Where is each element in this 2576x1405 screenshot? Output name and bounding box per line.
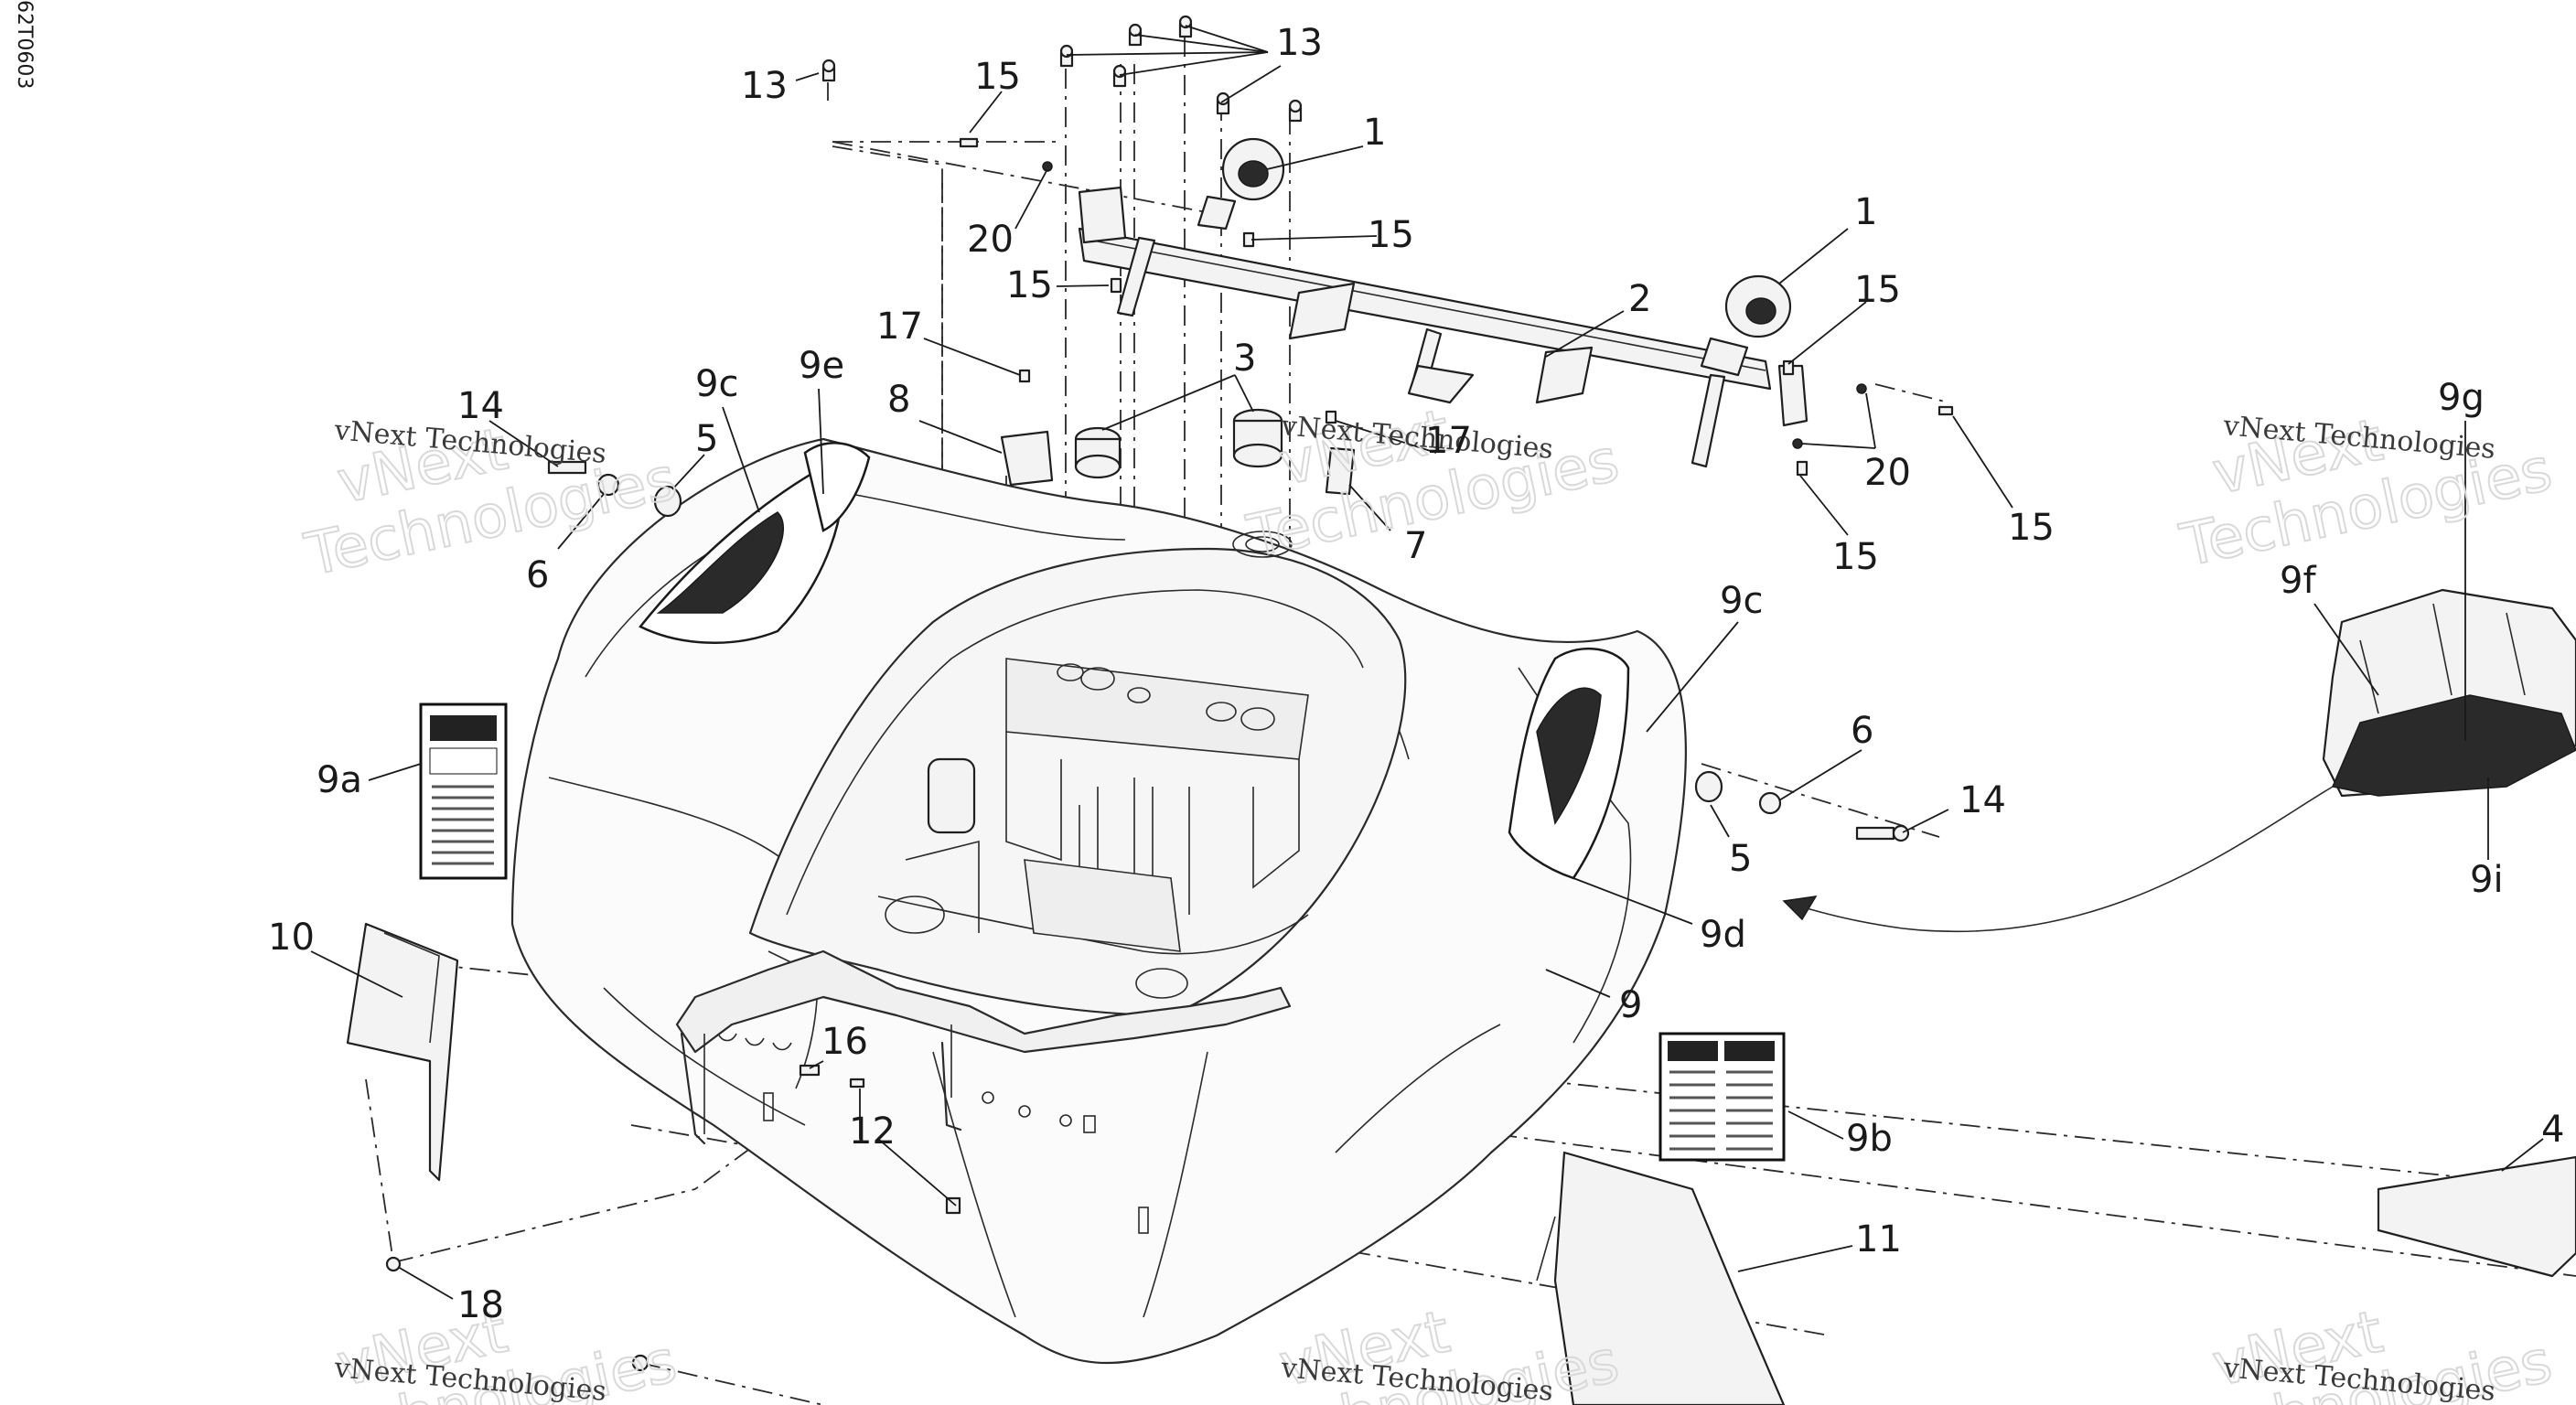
callout-label: 13 (1276, 22, 1323, 64)
screw-15 (1796, 460, 1809, 477)
body-panel-9 (510, 437, 1687, 1365)
callout-labels: 13 15 13 1 20 15 15 1 15 2 17 3 8 9c 9e … (268, 22, 2564, 1326)
nut-20 (1856, 383, 1867, 394)
callout-label: 15 (1368, 214, 1414, 256)
clip-12 (945, 1196, 961, 1215)
callout-label: 16 (821, 1021, 868, 1063)
callout-label: 14 (457, 385, 504, 427)
storage-cover-9f (1782, 588, 2576, 933)
screw-17 (1018, 369, 1031, 383)
screw-14 (1855, 824, 1910, 842)
nut-18 (385, 1256, 402, 1272)
rack-tube-2 (1078, 186, 1809, 468)
callout-label: 15 (974, 56, 1021, 98)
screw-13 (1112, 64, 1127, 88)
nut-6 (596, 473, 620, 497)
callout-label: 18 (457, 1284, 504, 1326)
callout-label: 20 (1864, 452, 1911, 494)
callout-label: 1 (1854, 191, 1877, 233)
drawing-code: 62T0603 (13, 0, 36, 89)
nut-6 (1758, 791, 1782, 815)
callout-label: 2 (1628, 278, 1651, 320)
screw-15 (1110, 277, 1122, 294)
callout-label: 9i (2470, 859, 2504, 901)
side-panel-10 (346, 922, 459, 1182)
grommet-5 (653, 485, 682, 518)
callout-label: 11 (1855, 1218, 1902, 1260)
reflector-1 (1221, 137, 1792, 338)
callout-label: 4 (2541, 1109, 2564, 1151)
callout-label: 5 (695, 418, 718, 460)
nut-20 (1042, 161, 1053, 172)
callout-label: 3 (1233, 338, 1256, 380)
decal-9c-left (639, 456, 845, 644)
screw-13 (821, 59, 836, 82)
callout-label: 5 (1729, 838, 1752, 880)
callout-label: 17 (1425, 420, 1472, 462)
callout-label: 9f (2280, 560, 2316, 602)
screw-13 (1059, 44, 1074, 68)
callout-label: 9a (317, 759, 362, 801)
clip-12 (849, 1078, 865, 1089)
screw-13 (1128, 23, 1143, 47)
callout-label: 9 (1619, 984, 1642, 1026)
callout-label: 20 (967, 219, 1014, 261)
cover-4 (2377, 1155, 2576, 1278)
nut-20 (1792, 438, 1803, 449)
grommet-5 (1694, 770, 1723, 803)
screw-15 (1782, 359, 1795, 376)
grommets-3 (1074, 408, 1283, 479)
callout-label: 14 (1959, 779, 2006, 821)
callout-label: 10 (268, 917, 315, 959)
callout-label: 9e (799, 345, 844, 387)
callout-label: 9g (2438, 377, 2485, 419)
callout-label: 6 (1851, 710, 1873, 752)
fasteners (385, 15, 1954, 1372)
clip-16 (799, 1064, 821, 1077)
screw-15 (959, 137, 979, 148)
callout-label: 15 (2008, 507, 2055, 549)
callout-label: 9c (1720, 580, 1763, 622)
side-panel-11 (1536, 1151, 1786, 1405)
warning-label-9a (419, 702, 508, 880)
callout-label: 17 (876, 306, 923, 348)
callout-label: 7 (1404, 525, 1427, 567)
callout-label: 1 (1363, 112, 1386, 154)
leader-lines (310, 25, 2544, 1300)
screw-17 (1325, 410, 1337, 424)
callout-label: 15 (1854, 269, 1901, 311)
callout-label: 12 (849, 1110, 896, 1153)
screw-15 (1937, 405, 1954, 416)
callout-label: 6 (526, 554, 549, 596)
callout-label: 8 (887, 379, 910, 421)
callout-label: 9d (1700, 914, 1746, 956)
nut-18 (631, 1354, 649, 1372)
callout-label: 13 (741, 65, 788, 107)
callout-label: 9b (1846, 1118, 1893, 1160)
screw-13 (1288, 99, 1303, 123)
callout-label: 15 (1832, 536, 1879, 578)
bracket-8 (1000, 430, 1054, 487)
warning-label-9b (1658, 1032, 1786, 1162)
screw-13 (1216, 91, 1230, 115)
screw-14 (547, 460, 587, 475)
decal-9e (803, 442, 871, 532)
callout-label: 9c (695, 363, 738, 405)
bracket-7 (1325, 446, 1356, 496)
callout-label: 15 (1006, 264, 1053, 306)
